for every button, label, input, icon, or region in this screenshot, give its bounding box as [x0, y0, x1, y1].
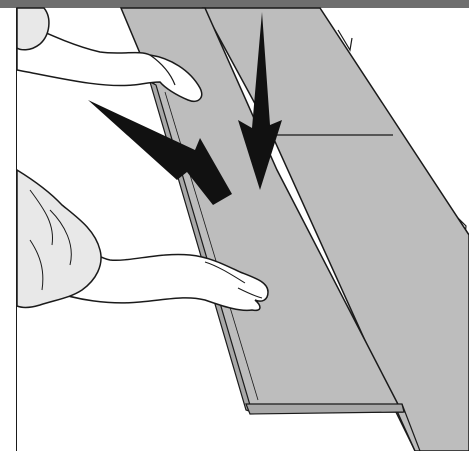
- illustration-canvas: [0, 0, 469, 451]
- instruction-illustration: [0, 0, 469, 451]
